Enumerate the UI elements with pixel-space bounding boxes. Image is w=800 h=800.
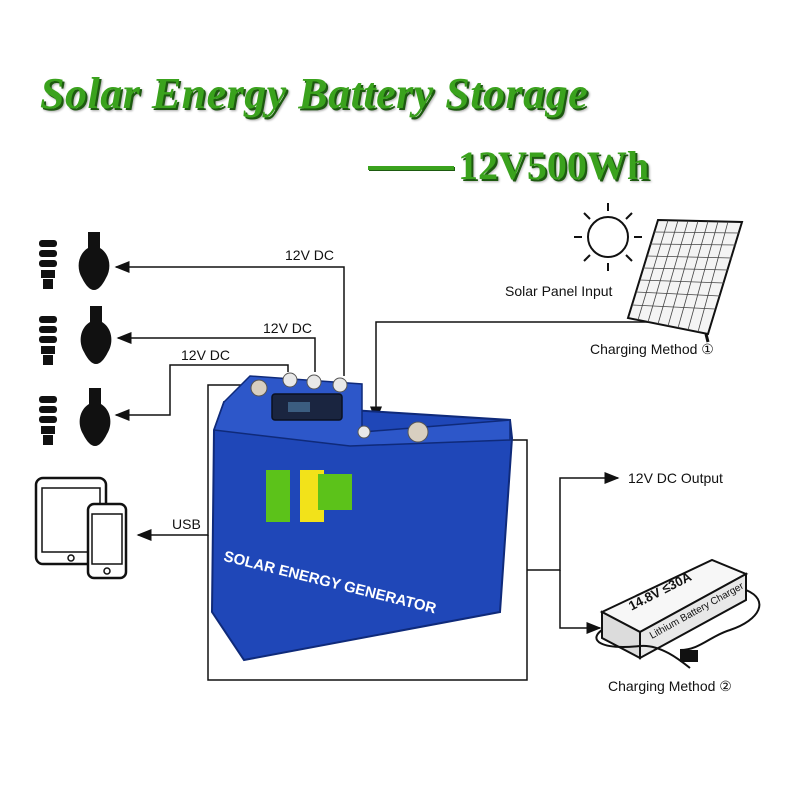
charger-loop-line bbox=[207, 439, 528, 681]
solar-input-line bbox=[370, 321, 680, 422]
bulb-icon bbox=[79, 388, 111, 446]
page-title: Solar Energy Battery Storage bbox=[40, 69, 589, 118]
label-dc-middle: 12V DC bbox=[263, 320, 313, 336]
usb-line bbox=[136, 384, 245, 541]
page-subtitle: 12V500Wh bbox=[458, 143, 650, 188]
battery-unit bbox=[210, 372, 514, 662]
bulb-icon bbox=[80, 306, 112, 364]
cfl-bulb-icon bbox=[39, 316, 57, 365]
label-usb: USB bbox=[172, 516, 201, 532]
dc-output-line bbox=[527, 472, 620, 571]
sun-icon bbox=[574, 203, 642, 271]
dc-line-bottom bbox=[114, 364, 289, 421]
label-charging-method-1: Charging Method ① bbox=[590, 341, 714, 357]
label-dc-output: 12V DC Output bbox=[628, 470, 723, 486]
battery-logo: SP bbox=[264, 466, 336, 520]
dc-line-middle bbox=[116, 332, 316, 372]
label-dc-top: 12V DC bbox=[285, 247, 335, 263]
label-dc-bottom: 12V DC bbox=[181, 347, 231, 363]
cfl-bulb-icon bbox=[39, 396, 57, 445]
dc-line-top bbox=[114, 261, 345, 376]
charger-icon bbox=[595, 558, 761, 669]
phone-icon bbox=[86, 502, 128, 580]
solar-panel-icon bbox=[626, 218, 744, 343]
charger-input-line bbox=[559, 570, 602, 634]
label-charging-method-2: Charging Method ② bbox=[608, 678, 732, 694]
bulb-icon bbox=[78, 232, 110, 290]
label-solar-panel-input: Solar Panel Input bbox=[505, 283, 613, 299]
subtitle-dash bbox=[368, 166, 454, 170]
cfl-bulb-icon bbox=[39, 240, 57, 289]
